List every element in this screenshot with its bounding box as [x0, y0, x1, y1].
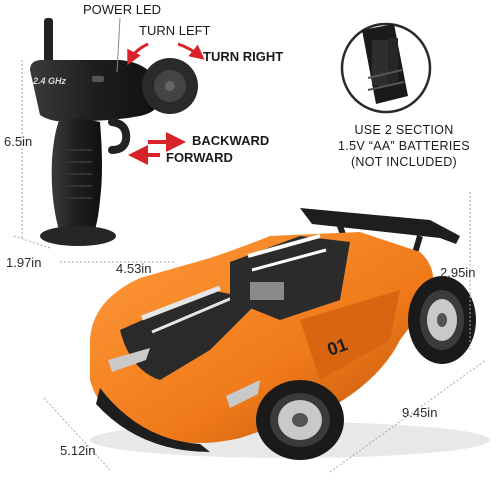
car-height-label: 2.95in [440, 265, 476, 280]
antenna [44, 18, 53, 66]
remote-grip [51, 118, 102, 234]
turn-right-label: TURN RIGHT [203, 49, 284, 64]
car-width-line [43, 397, 111, 471]
battery-note-line2: 1.5V “AA” BATTERIES [338, 139, 470, 153]
car-body [90, 232, 434, 443]
power-led [92, 76, 104, 82]
turn-left-label: TURN LEFT [139, 23, 211, 38]
front-wheel [256, 380, 344, 460]
frequency-label: 2.4 GHz [33, 76, 67, 86]
backward-label: BACKWARD [192, 133, 270, 148]
trigger [108, 118, 131, 154]
remote-depth-label: 1.97in [6, 255, 42, 270]
forward-label: FORWARD [166, 150, 233, 165]
spoiler [300, 208, 460, 244]
power-led-leader [116, 17, 121, 73]
battery-note-line1: USE 2 SECTION [354, 123, 454, 137]
remote-controller [30, 18, 198, 246]
turn-right-arrow [177, 42, 205, 60]
rc-car: 01 [90, 208, 490, 460]
battery-note-line3: (NOT INCLUDED) [350, 155, 458, 169]
remote-body [30, 60, 160, 122]
rear-wheel [408, 276, 476, 364]
car-length-line [329, 359, 487, 473]
battery-inset [340, 22, 432, 114]
power-led-label: POWER LED [83, 2, 162, 17]
car-length-label: 9.45in [402, 405, 438, 420]
battery-note: USE 2 SECTION 1.5V “AA” BATTERIES (NOT I… [330, 122, 478, 170]
turn-left-arrow [127, 42, 149, 66]
remote-base [40, 226, 116, 246]
remote-width-label: 4.53in [116, 261, 152, 276]
car-width-label: 5.12in [60, 443, 96, 458]
hood-stripe [120, 290, 260, 380]
remote-height-label: 6.5in [4, 134, 33, 149]
